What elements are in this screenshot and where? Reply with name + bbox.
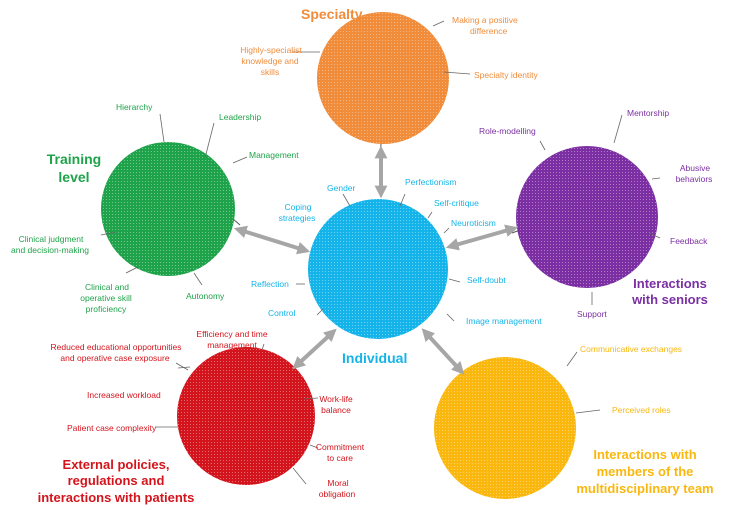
specialty-title: Specialty	[301, 6, 363, 22]
seniors-label: Mentorship	[627, 108, 669, 118]
circle-specialty	[317, 12, 449, 144]
specialty-label: Specialty identity	[474, 70, 539, 80]
seniors-title-line1: Interactions	[633, 276, 707, 291]
external-label: Efficiency and time	[196, 329, 267, 339]
team-label: Communicative exchanges	[580, 344, 682, 354]
training-label: proficiency	[86, 304, 127, 314]
specialty-label: knowledge and	[241, 56, 298, 66]
training-label: Clinical and	[85, 282, 129, 292]
circle-training	[101, 142, 235, 276]
external-label: balance	[321, 405, 351, 415]
label-ticks	[100, 20, 661, 485]
seniors-label: Feedback	[670, 236, 708, 246]
arrow-individual-external	[292, 328, 337, 370]
external-title-line1: External policies,	[63, 457, 170, 472]
individual-label: strategies	[279, 213, 316, 223]
individual-label: Coping	[285, 202, 312, 212]
team-title-line1: Interactions with	[593, 447, 696, 462]
training-label: Hierarchy	[116, 102, 153, 112]
training-label: Leadership	[219, 112, 261, 122]
circle-individual	[308, 199, 448, 339]
arrows	[233, 145, 519, 375]
team-label: Perceived roles	[612, 405, 671, 415]
arrow-individual-seniors	[445, 224, 519, 251]
external-label: and operative case exposure	[60, 353, 169, 363]
individual-label: Reflection	[251, 279, 289, 289]
individual-group: Individual Gender Perfectionism Self-cri…	[251, 177, 542, 366]
external-label: Reduced educational opportunities	[51, 342, 182, 352]
specialty-label: skills	[261, 67, 279, 77]
individual-label: Self-doubt	[467, 275, 506, 285]
external-label: Patient case complexity	[67, 423, 157, 433]
specialty-label: Making a positive	[452, 15, 518, 25]
seniors-label: Abusive	[680, 163, 711, 173]
external-label: obligation	[319, 489, 356, 499]
specialty-label: difference	[470, 26, 507, 36]
team-title-line2: members of the	[597, 464, 694, 479]
training-label: Clinical judgment	[19, 234, 84, 244]
individual-label: Control	[268, 308, 296, 318]
team-title-line3: multidisciplinary team	[576, 481, 713, 496]
arrow-individual-team	[421, 328, 465, 375]
individual-title: Individual	[342, 350, 407, 366]
training-label: Autonomy	[186, 291, 225, 301]
training-label: Management	[249, 150, 299, 160]
external-label: management	[207, 340, 257, 350]
arrow-individual-training	[233, 225, 311, 255]
training-group: Training level Hierarchy Leadership Mana…	[11, 102, 299, 314]
seniors-title-line2: with seniors	[631, 292, 708, 307]
team-group: Interactions with members of the multidi…	[576, 344, 713, 496]
individual-label: Self-critique	[434, 198, 479, 208]
individual-label: Perfectionism	[405, 177, 457, 187]
external-group: External policies, regulations and inter…	[38, 329, 365, 505]
specialty-label: Highly-specialist	[240, 45, 302, 55]
individual-label: Gender	[327, 183, 356, 193]
training-title-line2: level	[58, 169, 89, 185]
external-label: Commitment	[316, 442, 365, 452]
seniors-label: Support	[577, 309, 607, 319]
specialty-group: Specialty Making a positive difference H…	[240, 6, 538, 80]
seniors-label: Role-modelling	[479, 126, 536, 136]
training-label: operative skill	[80, 293, 132, 303]
circle-team	[434, 357, 576, 499]
circle-external	[177, 347, 315, 485]
individual-label: Neuroticism	[451, 218, 496, 228]
circle-seniors	[516, 146, 658, 288]
external-label: Moral	[327, 478, 348, 488]
external-label: Increased workload	[87, 390, 161, 400]
individual-label: Image management	[466, 316, 542, 326]
training-title-line1: Training	[47, 151, 101, 167]
training-label: and decision-making	[11, 245, 89, 255]
seniors-label: behaviors	[676, 174, 713, 184]
external-title-line2: regulations and	[68, 473, 165, 488]
external-label: to care	[327, 453, 353, 463]
seniors-group: Interactions with seniors Mentorship Rol…	[479, 108, 712, 319]
external-title-line3: interactions with patients	[38, 490, 195, 505]
external-label: Work-life	[319, 394, 353, 404]
